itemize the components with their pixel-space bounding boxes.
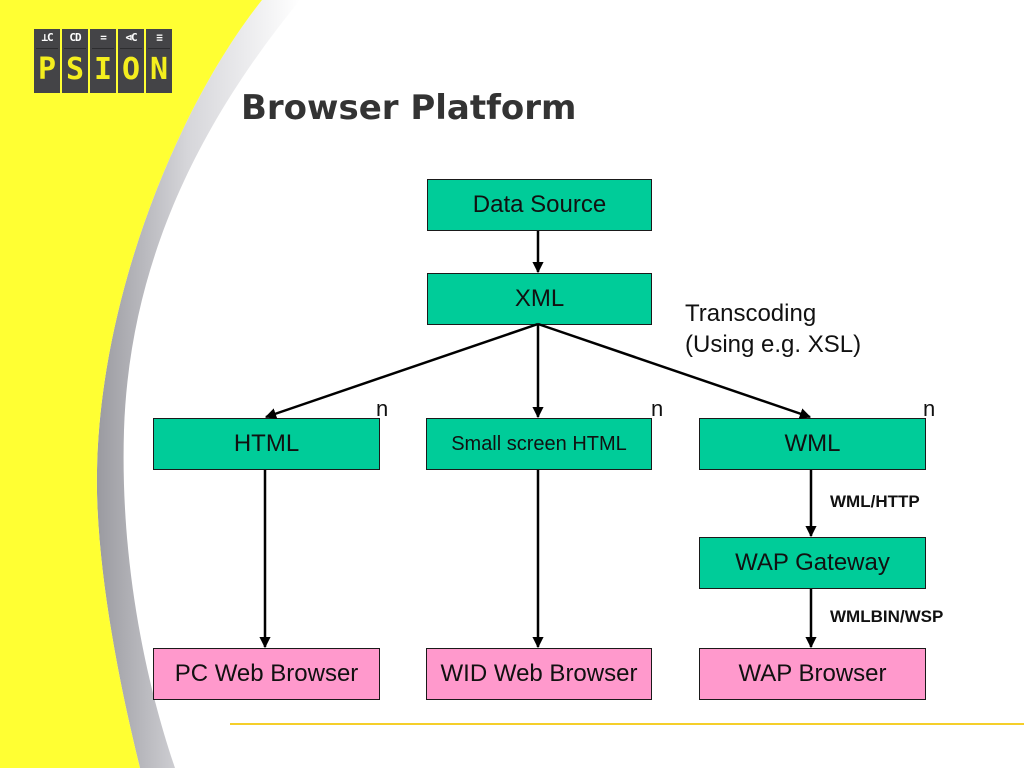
logo-symbol: = xyxy=(100,31,107,44)
node-xml: XML xyxy=(427,273,652,325)
logo-symbol: CD xyxy=(69,31,81,44)
logo-symbol: ⊲C xyxy=(125,31,137,44)
logo-cell: ⊥C P xyxy=(34,29,60,93)
logo-letter: N xyxy=(149,52,169,87)
yellow-panel xyxy=(0,0,262,768)
logo-symbol: ⊥C xyxy=(41,31,53,44)
slide-title: Browser Platform xyxy=(241,88,577,128)
node-wml: WML xyxy=(699,418,926,470)
node-pc-web-browser: PC Web Browser xyxy=(153,648,380,700)
multiplicity-wml: n xyxy=(923,396,936,421)
logo-cell: CD S xyxy=(62,29,88,93)
edge-label-wmlbin-wsp: WMLBIN/WSP xyxy=(830,607,944,626)
node-wid-web-browser: WID Web Browser xyxy=(426,648,652,700)
multiplicity-small-html: n xyxy=(651,396,664,421)
node-data-source: Data Source xyxy=(427,179,652,231)
multiplicity-html: n xyxy=(376,396,389,421)
logo-cell: ⊲C O xyxy=(118,29,144,93)
node-small-screen-html: Small screen HTML xyxy=(426,418,652,470)
transcoding-line2: (Using e.g. XSL) xyxy=(685,331,862,358)
logo-cell: ≡N xyxy=(146,29,172,93)
logo-letter: I xyxy=(93,52,113,87)
logo-symbol: ≡ xyxy=(156,31,163,44)
logo-letter: P xyxy=(37,52,57,87)
node-wap-gateway: WAP Gateway xyxy=(699,537,926,589)
edge-label-wml-http: WML/HTTP xyxy=(830,492,920,511)
logo-letter: O xyxy=(121,52,141,87)
transcoding-line1: Transcoding xyxy=(685,300,817,327)
footer-rule xyxy=(230,723,1024,725)
logo-cell: =I xyxy=(90,29,116,93)
logo-letter: S xyxy=(65,52,85,87)
node-html: HTML xyxy=(153,418,380,470)
transcoding-label: Transcoding (Using e.g. XSL) xyxy=(685,298,861,360)
node-wap-browser: WAP Browser xyxy=(699,648,926,700)
